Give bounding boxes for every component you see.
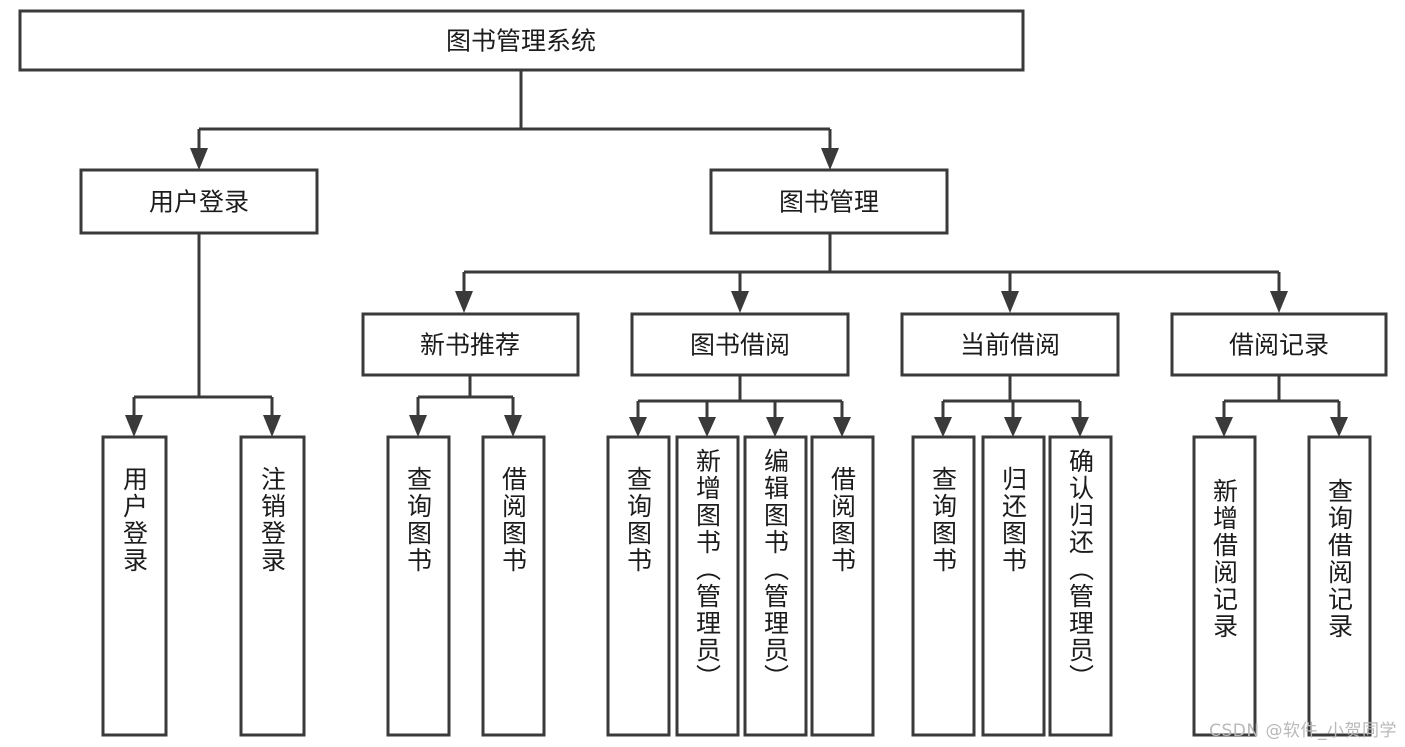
leaf-add-borrow-record-label: 新增借阅记录 — [1210, 478, 1239, 640]
leaf-user-login[interactable]: 用户登录 — [101, 435, 168, 737]
node-borrow-record-label: 借阅记录 — [1229, 331, 1329, 360]
arrowhead-current-borrow — [1001, 291, 1019, 313]
leaf-query-borrow-record-box — [1307, 435, 1372, 737]
leaf-user-login-label: 用户登录 — [120, 466, 149, 574]
node-user-login-label: 用户登录 — [149, 188, 249, 217]
arrowhead-leaf-user-login — [125, 415, 143, 437]
arrowhead-book-mgmt — [821, 148, 839, 170]
connectors-book-mgmt-to-level3 — [455, 233, 1288, 313]
leaf-query-book-recommend-label: 查询图书 — [404, 466, 433, 574]
leaf-query-borrow-record-label: 查询借阅记录 — [1325, 478, 1354, 640]
leaf-borrow-book-recommend[interactable]: 借阅图书 — [481, 435, 546, 737]
node-borrow-record-box — [1170, 312, 1388, 377]
leaf-edit-book-admin-label: 编辑图书（管理员） — [761, 448, 790, 691]
leaf-return-book-box — [981, 435, 1046, 737]
leaf-borrow-book-recommend-label: 借阅图书 — [499, 466, 528, 574]
leaf-add-borrow-record-box — [1192, 435, 1257, 737]
node-book-borrow[interactable]: 图书借阅 — [630, 312, 850, 377]
arrowhead-user-login — [190, 148, 208, 170]
node-book-management-label: 图书管理 — [779, 188, 879, 217]
node-root-system-box — [18, 9, 1025, 72]
node-new-book-recommend[interactable]: 新书推荐 — [361, 312, 580, 377]
node-root-system[interactable]: 图书管理系统 — [18, 9, 1025, 72]
leaf-query-book-recommend-box — [386, 435, 451, 737]
node-new-book-recommend-box — [361, 312, 580, 377]
leaf-query-borrow-record[interactable]: 查询借阅记录 — [1307, 435, 1372, 737]
node-new-book-recommend-label: 新书推荐 — [420, 331, 520, 360]
arrowhead-leaf-borrow-book-1 — [504, 415, 522, 437]
arrowhead-book-borrow — [731, 291, 749, 313]
arrowhead-leaf-borrow-book-2 — [833, 417, 851, 437]
arrowhead-leaf-query-book-3 — [934, 417, 952, 437]
arrowhead-leaf-query-book-2 — [629, 417, 647, 437]
leaf-edit-book-admin-box — [743, 435, 808, 737]
leaf-add-book-admin[interactable]: 新增图书（管理员） — [675, 435, 740, 737]
arrowhead-leaf-query-record — [1330, 417, 1348, 437]
leaf-add-book-admin-label: 新增图书（管理员） — [693, 448, 722, 691]
arrowhead-leaf-confirm-return — [1071, 417, 1089, 437]
node-root-system-label: 图书管理系统 — [446, 27, 596, 56]
leaf-query-book-current[interactable]: 查询图书 — [911, 435, 976, 737]
leaf-return-book-label: 归还图书 — [999, 466, 1028, 574]
connectors-new-book-to-leaves — [409, 375, 522, 437]
connectors-user-login-to-leaves — [125, 233, 281, 437]
node-user-login[interactable]: 用户登录 — [79, 168, 319, 235]
leaf-borrow-book-borrow[interactable]: 借阅图书 — [810, 435, 875, 737]
arrowhead-new-book — [455, 291, 473, 313]
leaf-return-book[interactable]: 归还图书 — [981, 435, 1046, 737]
leaf-confirm-return-admin-box — [1048, 435, 1113, 737]
arrowhead-leaf-return-book — [1004, 417, 1022, 437]
connectors-current-borrow-to-leaves — [934, 375, 1089, 437]
node-book-borrow-label: 图书借阅 — [690, 331, 790, 360]
leaf-query-book-borrow-box — [606, 435, 671, 737]
leaf-borrow-book-recommend-box — [481, 435, 546, 737]
connectors-root-to-level2 — [190, 70, 839, 170]
leaf-user-login-box — [101, 435, 168, 737]
connectors-borrow-record-to-leaves — [1215, 375, 1348, 437]
node-borrow-record[interactable]: 借阅记录 — [1170, 312, 1388, 377]
leaf-borrow-book-borrow-box — [810, 435, 875, 737]
arrowhead-borrow-record — [1270, 291, 1288, 313]
leaf-confirm-return-admin[interactable]: 确认归还（管理员） — [1048, 435, 1113, 737]
node-current-borrow[interactable]: 当前借阅 — [900, 312, 1120, 377]
leaf-borrow-book-borrow-label: 借阅图书 — [828, 466, 857, 574]
leaf-logout-box — [239, 435, 306, 737]
leaf-edit-book-admin[interactable]: 编辑图书（管理员） — [743, 435, 808, 737]
arrowhead-leaf-query-book-1 — [409, 415, 427, 437]
leaf-query-book-borrow[interactable]: 查询图书 — [606, 435, 671, 737]
leaf-add-borrow-record[interactable]: 新增借阅记录 — [1192, 435, 1257, 737]
leaf-query-book-borrow-label: 查询图书 — [624, 466, 653, 574]
node-book-management-box — [709, 168, 949, 235]
node-current-borrow-label: 当前借阅 — [960, 331, 1060, 360]
node-book-management[interactable]: 图书管理 — [709, 168, 949, 235]
arrowhead-leaf-logout — [263, 415, 281, 437]
leaf-query-book-current-label: 查询图书 — [929, 466, 958, 574]
arrowhead-leaf-add-book — [698, 417, 716, 437]
leaf-logout[interactable]: 注销登录 — [239, 435, 306, 737]
leaf-confirm-return-admin-label: 确认归还（管理员） — [1066, 448, 1095, 691]
leaf-query-book-current-box — [911, 435, 976, 737]
leaf-add-book-admin-box — [675, 435, 740, 737]
node-current-borrow-box — [900, 312, 1120, 377]
arrowhead-leaf-add-record — [1215, 417, 1233, 437]
leaf-logout-label: 注销登录 — [258, 466, 287, 574]
node-book-borrow-box — [630, 312, 850, 377]
connectors-book-borrow-to-leaves — [629, 375, 851, 437]
node-user-login-box — [79, 168, 319, 235]
leaf-query-book-recommend[interactable]: 查询图书 — [386, 435, 451, 737]
arrowhead-leaf-edit-book — [766, 417, 784, 437]
